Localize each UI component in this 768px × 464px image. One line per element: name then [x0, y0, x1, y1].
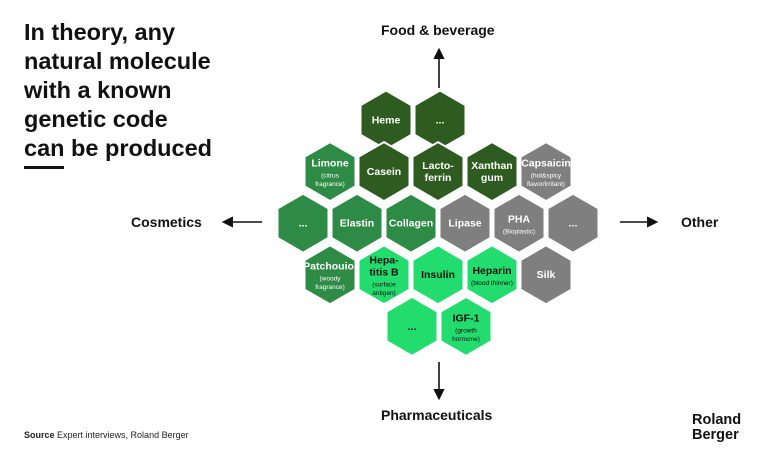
source-note: Source Expert interviews, Roland Berger [24, 430, 189, 440]
molecule-label: Silk [537, 269, 556, 281]
hexagon-pharma [411, 244, 465, 306]
headline-underline [24, 166, 64, 169]
hexagon-other [492, 192, 546, 254]
direction-label-pharma: Pharmaceuticals [381, 407, 493, 423]
source-text: Expert interviews, Roland Berger [57, 430, 189, 440]
hexagon-cosmetics [276, 192, 330, 254]
headline-line: with a known [24, 77, 172, 103]
hexagon-other [519, 140, 573, 203]
molecule-label: Collagen [389, 218, 433, 230]
hexagon-food [411, 140, 465, 203]
molecule-food-more: ... [413, 89, 467, 151]
direction-label-food: Food & beverage [381, 22, 495, 38]
hexagon-cosmetics [330, 192, 384, 254]
molecule-label: ... [299, 218, 308, 230]
molecule-label: ... [436, 114, 445, 126]
hexagon-pharma [439, 295, 493, 358]
direction-label-cosmetics: Cosmetics [131, 214, 202, 230]
molecule-lactoferrin: Lacto-ferrin [411, 140, 465, 203]
hexagon-cosmetics [303, 244, 357, 306]
molecule-label: Lacto-ferrin [422, 160, 454, 184]
molecule-collagen: Collagen [384, 192, 438, 254]
molecule-label: ... [408, 321, 417, 333]
molecule-label: Heme [372, 114, 401, 126]
hexagon-food [357, 140, 411, 203]
hexagon-cosmetics [384, 192, 438, 254]
hexagon-other [519, 244, 573, 306]
molecule-lipase: Lipase [438, 192, 492, 254]
headline-line: natural molecule [24, 48, 211, 74]
brand-line: Berger [692, 427, 739, 443]
molecule-label: PHA(Bioplastic) [503, 213, 535, 235]
molecule-heparin: Heparin(blood thinner) [465, 244, 519, 306]
molecule-label: ... [569, 218, 578, 230]
molecule-label: Lipase [448, 218, 481, 230]
brand-logo: Roland Berger [692, 413, 741, 443]
hexagon-pharma [465, 244, 519, 306]
molecule-pharma-more: ... [385, 295, 439, 358]
headline-line: can be produced [24, 135, 213, 161]
hexagon-pharma [385, 295, 439, 358]
molecule-label: Elastin [340, 218, 374, 230]
molecule-pha: PHA(Bioplastic) [492, 192, 546, 254]
molecule-label: Insulin [421, 269, 455, 281]
headline: In theory, any natural molecule with a k… [24, 18, 264, 163]
molecule-heme: Heme [359, 89, 413, 151]
hexagon-food [465, 140, 519, 203]
molecule-other-more: ... [546, 192, 600, 254]
molecule-label: Casein [367, 166, 401, 178]
source-label: Source [24, 430, 55, 440]
hexagon-pharma [357, 244, 411, 306]
molecule-label: Heparin(blood thinner) [471, 265, 513, 287]
headline-line: In theory, any [24, 19, 176, 45]
brand-line: Roland [692, 412, 742, 428]
molecule-elastin: Elastin [330, 192, 384, 254]
molecule-casein: Casein [357, 140, 411, 203]
molecule-silk: Silk [519, 244, 573, 306]
hexagon-other [546, 192, 600, 254]
hexagon-other [438, 192, 492, 254]
hexagon-cosmetics [303, 140, 357, 203]
headline-line: genetic code [24, 106, 168, 132]
direction-label-other: Other [681, 214, 719, 230]
molecule-insulin: Insulin [411, 244, 465, 306]
molecule-cosmetics-more: ... [276, 192, 330, 254]
